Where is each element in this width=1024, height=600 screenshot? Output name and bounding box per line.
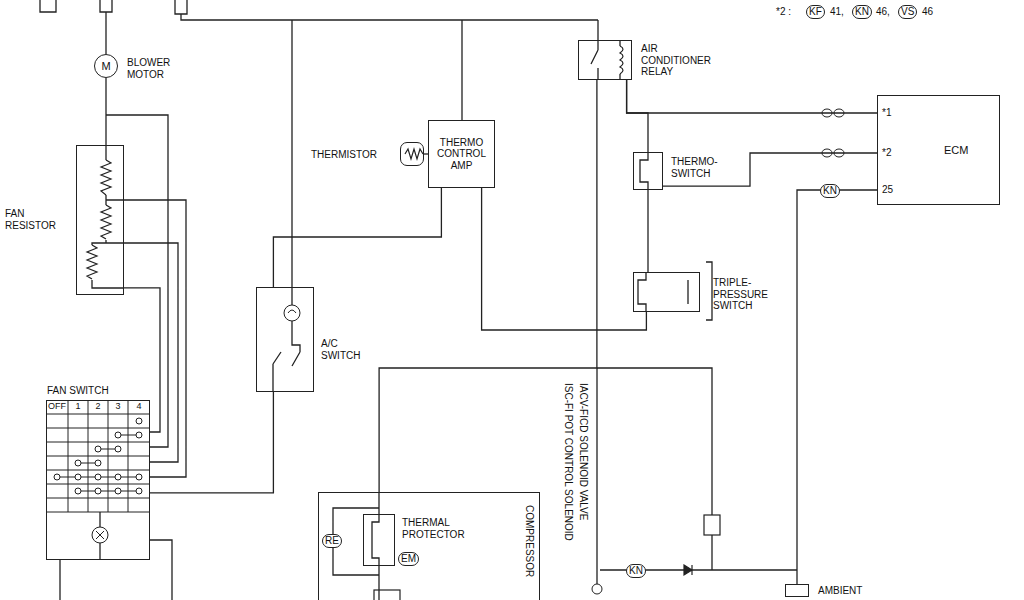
node-label: M — [97, 60, 115, 73]
node-caption: BLOWER MOTOR — [127, 57, 179, 80]
contact-dot — [136, 474, 142, 480]
table-header: 1 — [75, 401, 80, 411]
thermistor-symbol: THERMISTOR — [400, 142, 424, 166]
node-label: FAN RESISTOR — [5, 208, 69, 231]
wire-connector — [124, 288, 160, 432]
wire-connector — [150, 392, 273, 493]
contact-dot — [115, 488, 121, 494]
contact-dot — [95, 474, 101, 480]
contact-dot — [115, 474, 121, 480]
component-box — [374, 590, 400, 600]
contact-dot — [95, 488, 101, 494]
resistor-symbol — [87, 149, 423, 279]
sensor-box: AMBIENT — [785, 584, 809, 597]
switch-box: THERMO- SWITCH — [633, 152, 663, 190]
node-label: A/C SWITCH — [321, 338, 371, 361]
table-header: OFF — [48, 401, 66, 411]
pin-number: 46 — [922, 6, 933, 18]
protector-box: THERMAL PROTECTOR — [363, 514, 395, 566]
connector-code: VS — [898, 5, 917, 19]
component-name: ISC-FI POT CONTROL SOLENOID — [563, 383, 575, 541]
node-label: AIR CONDITIONER RELAY — [641, 43, 721, 78]
component-name: IACV-FICD SOLENOID VALVE — [578, 383, 590, 520]
wire — [40, 0, 797, 600]
contact-dot — [75, 488, 81, 494]
connector-code: KF — [806, 5, 825, 19]
lamp-symbol — [284, 305, 300, 321]
node-label: AMBIENT — [818, 585, 862, 597]
wire-connector — [627, 80, 877, 113]
contact-dot — [95, 446, 101, 452]
switch-table: FAN SWITCH — [46, 400, 150, 560]
note-text: *2 : — [776, 6, 791, 18]
node-label: THERMAL PROTECTOR — [402, 517, 474, 540]
contact-dot — [75, 460, 81, 466]
node-label: THERMO CONTROL AMP — [431, 137, 492, 172]
contact-dot — [95, 460, 101, 466]
connector-code: RE — [322, 534, 342, 548]
relay-coil — [620, 46, 623, 74]
wire-connector — [627, 80, 648, 152]
wire-connector — [797, 190, 877, 584]
switch-box: TRIPLE- PRESSURE SWITCH — [633, 272, 700, 312]
table-header: 3 — [115, 401, 120, 411]
pin-name: *1 — [882, 107, 891, 119]
switch-box: A/C SWITCH — [256, 287, 314, 392]
wire-connector — [273, 188, 441, 287]
contact-dot — [136, 432, 142, 438]
wire-connector — [105, 78, 106, 145]
lamp-filament — [96, 310, 296, 539]
connector-code: KN — [820, 184, 840, 198]
connector-code: KN — [852, 5, 872, 19]
node-label: THERMISTOR — [311, 149, 377, 161]
amplifier-box: THERMO CONTROL AMP — [428, 120, 495, 188]
compressor-housing: COMPRESSOR THERMAL PROTECTOR — [318, 492, 540, 600]
resistor-box: FAN RESISTOR — [76, 145, 124, 295]
connector-code: EM — [398, 552, 419, 566]
table-header: 2 — [95, 401, 100, 411]
pin-number: 41, — [830, 6, 844, 18]
pin-name: *2 — [882, 147, 891, 159]
contact-dot — [136, 418, 142, 424]
node-label: ECM — [944, 144, 968, 157]
pin-number: 46, — [876, 6, 890, 18]
table-header: 4 — [136, 401, 141, 411]
contact-dot — [136, 488, 142, 494]
connector-code: KN — [626, 564, 646, 578]
node-label: FAN SWITCH — [47, 385, 109, 397]
node-label: THERMO- SWITCH — [671, 156, 727, 179]
wire-connector — [482, 188, 647, 330]
connector-symbol — [592, 584, 602, 594]
control-module: ECM — [877, 95, 1000, 205]
contact-dot — [75, 474, 81, 480]
wire-connector — [647, 190, 648, 272]
switch-grid — [46, 400, 150, 512]
pin-number: 25 — [882, 184, 893, 196]
solenoid-symbol — [704, 515, 720, 535]
switch-contacts — [54, 109, 844, 594]
relay-box: AIR CONDITIONER RELAY — [578, 40, 632, 80]
motor-symbol: MBLOWER MOTOR — [94, 54, 118, 78]
node-label: COMPRESSOR — [524, 505, 536, 577]
contact-dot — [115, 446, 121, 452]
node-label: TRIPLE- PRESSURE SWITCH — [713, 277, 777, 312]
diode-symbol — [684, 565, 692, 575]
contact-dot — [115, 432, 121, 438]
wire-connector — [663, 153, 877, 186]
contact-dot — [54, 474, 60, 480]
